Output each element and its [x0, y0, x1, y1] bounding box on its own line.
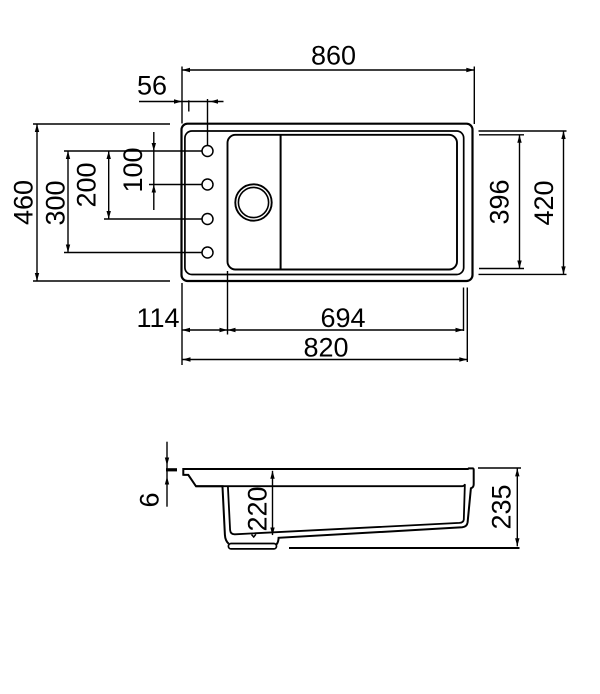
svg-text:300: 300 — [41, 180, 71, 225]
svg-text:235: 235 — [487, 484, 517, 529]
svg-text:396: 396 — [485, 179, 515, 224]
svg-text:460: 460 — [9, 180, 39, 225]
svg-text:860: 860 — [311, 41, 356, 71]
svg-text:694: 694 — [320, 303, 365, 333]
svg-text:220: 220 — [243, 486, 273, 531]
svg-text:100: 100 — [118, 147, 148, 192]
svg-text:420: 420 — [529, 180, 559, 225]
svg-text:114: 114 — [136, 303, 179, 333]
svg-text:200: 200 — [72, 162, 102, 207]
svg-text:56: 56 — [137, 71, 167, 101]
svg-text:6: 6 — [135, 492, 165, 507]
svg-text:820: 820 — [303, 333, 348, 363]
